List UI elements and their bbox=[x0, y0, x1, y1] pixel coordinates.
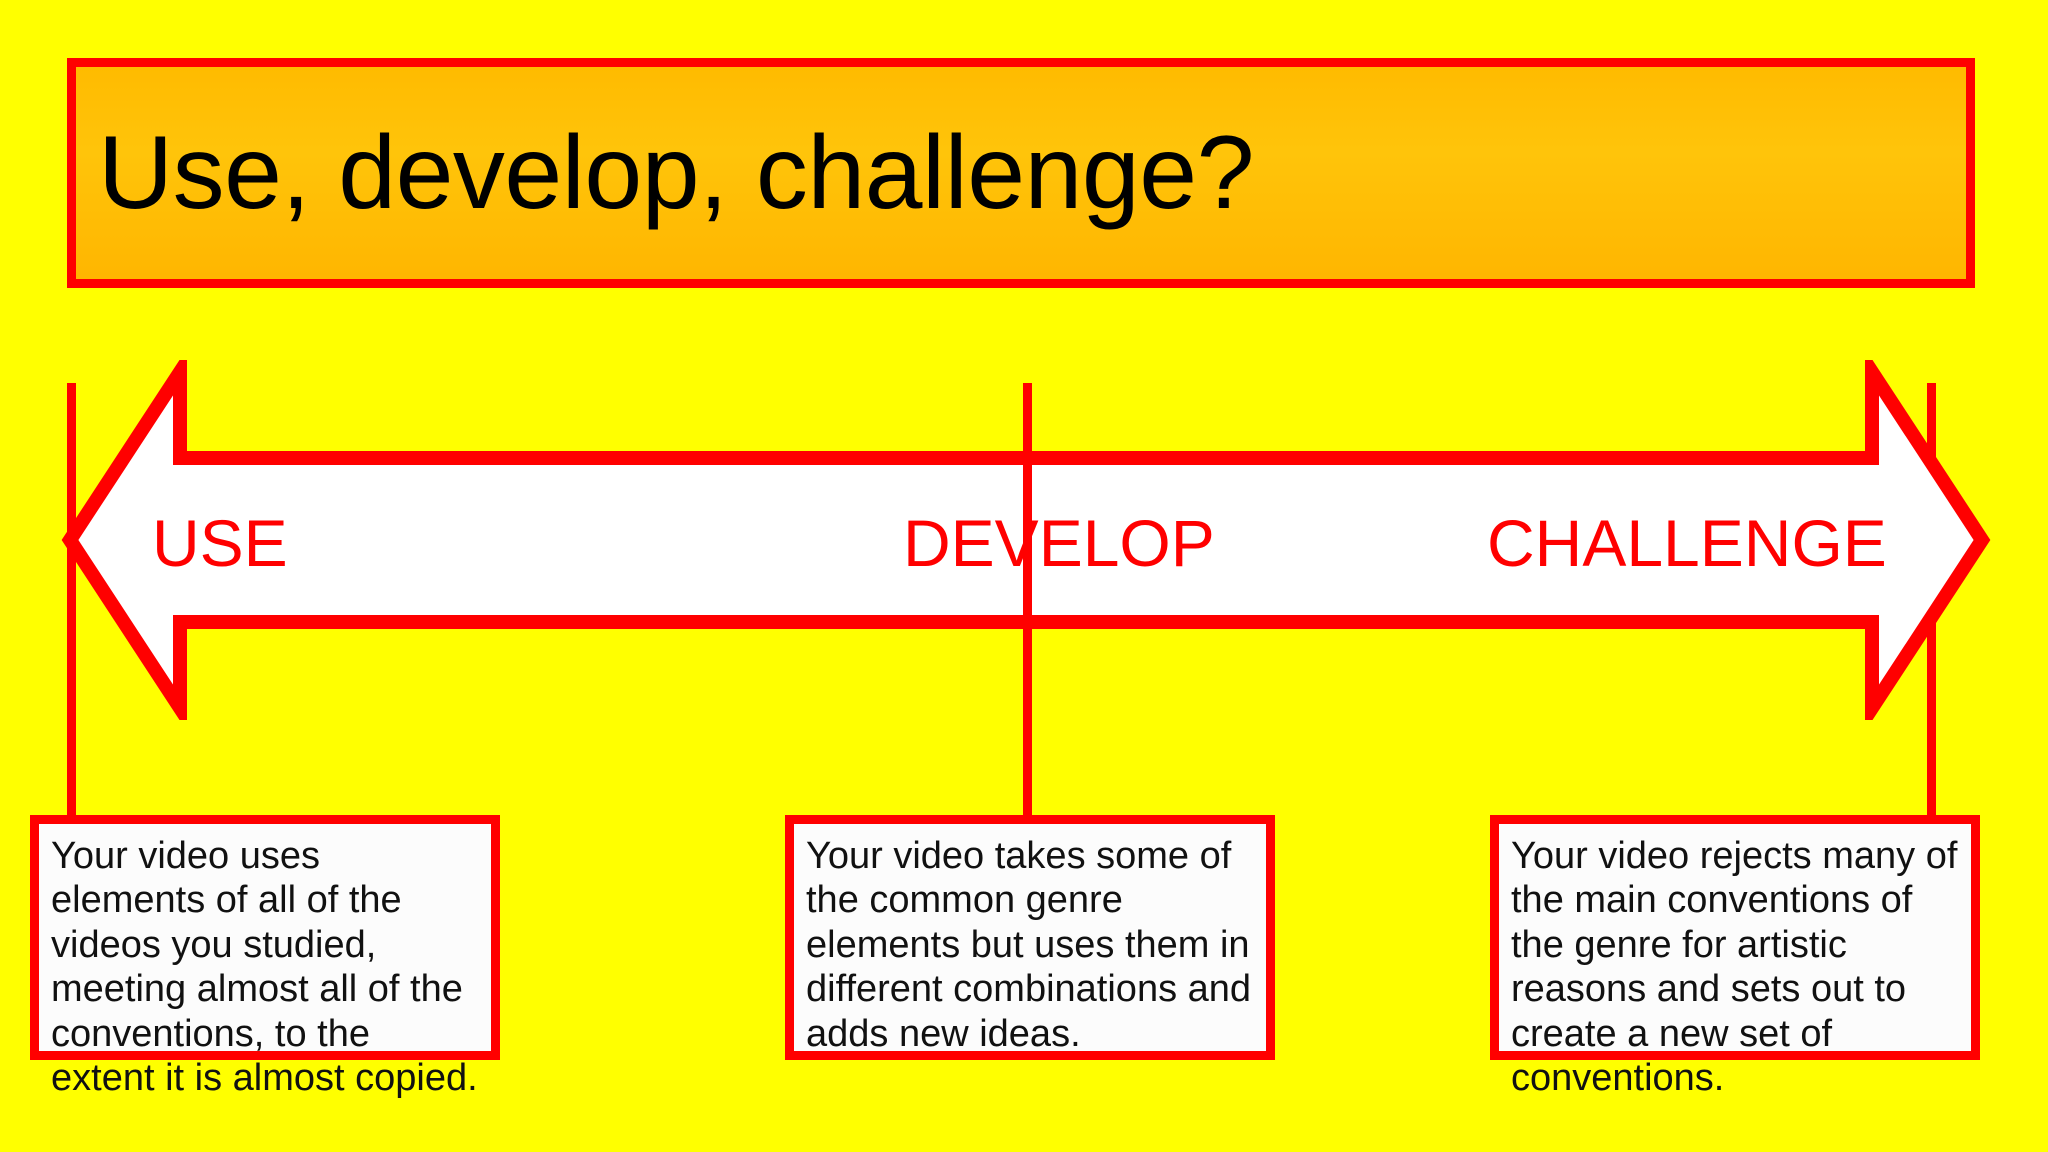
description-text-challenge: Your video rejects many of the main conv… bbox=[1511, 835, 1958, 1100]
description-text-develop: Your video takes some of the common genr… bbox=[806, 835, 1252, 1055]
description-box-use: Your video uses elements of all of the v… bbox=[30, 815, 500, 1099]
connector-line-use bbox=[67, 383, 76, 823]
connector-line-develop-overlay bbox=[1023, 383, 1032, 823]
page-title: Use, develop, challenge? bbox=[98, 115, 1254, 231]
description-box-challenge: Your video rejects many of the main conv… bbox=[1490, 815, 1980, 1099]
description-text-use: Your video uses elements of all of the v… bbox=[51, 835, 478, 1100]
description-box-develop: Your video takes some of the common genr… bbox=[785, 815, 1275, 1060]
title-banner: Use, develop, challenge? bbox=[67, 58, 1975, 288]
arrow-label-use: USE bbox=[152, 506, 288, 580]
arrow-label-develop: DEVELOP bbox=[903, 506, 1215, 580]
arrow-label-challenge: CHALLENGE bbox=[1487, 506, 1887, 580]
